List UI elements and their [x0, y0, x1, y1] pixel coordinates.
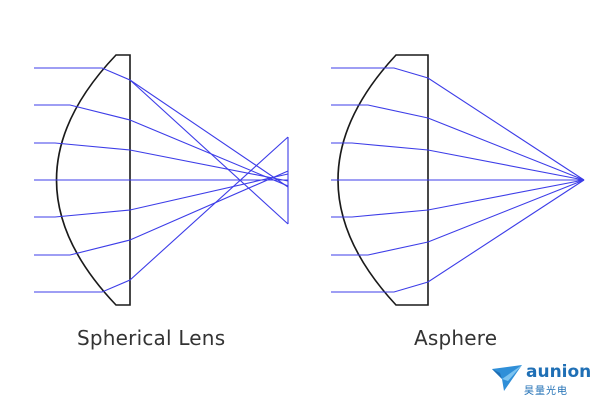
spherical-lens-label: Spherical Lens: [77, 326, 226, 350]
asphere-label: Asphere: [414, 326, 498, 350]
asphere-ray: [331, 142, 585, 181]
paper-plane-icon: [492, 365, 522, 391]
logo-name: aunion: [526, 362, 592, 382]
spherical-ray: [34, 67, 289, 188]
asphere-ray: [331, 104, 585, 181]
asphere-ray: [331, 179, 585, 256]
asphere-ray: [331, 179, 585, 218]
spherical-ray: [34, 136, 289, 293]
spherical-lens-outline: [55, 54, 131, 306]
spherical-ray: [34, 170, 289, 256]
asphere-ray: [331, 67, 585, 181]
asphere-lens-outline: [337, 54, 429, 306]
asphere-ray: [331, 179, 585, 293]
spherical-rays: [34, 67, 289, 293]
asphere-rays: [331, 67, 585, 293]
spherical-ray: [34, 104, 289, 187]
logo-subtitle: 昊量光电: [524, 386, 568, 397]
spherical-ray: [34, 173, 289, 218]
spherical-ray: [34, 142, 289, 182]
aunion-logo: aunion 昊量光电: [490, 362, 592, 397]
caustic-line: [129, 79, 289, 225]
